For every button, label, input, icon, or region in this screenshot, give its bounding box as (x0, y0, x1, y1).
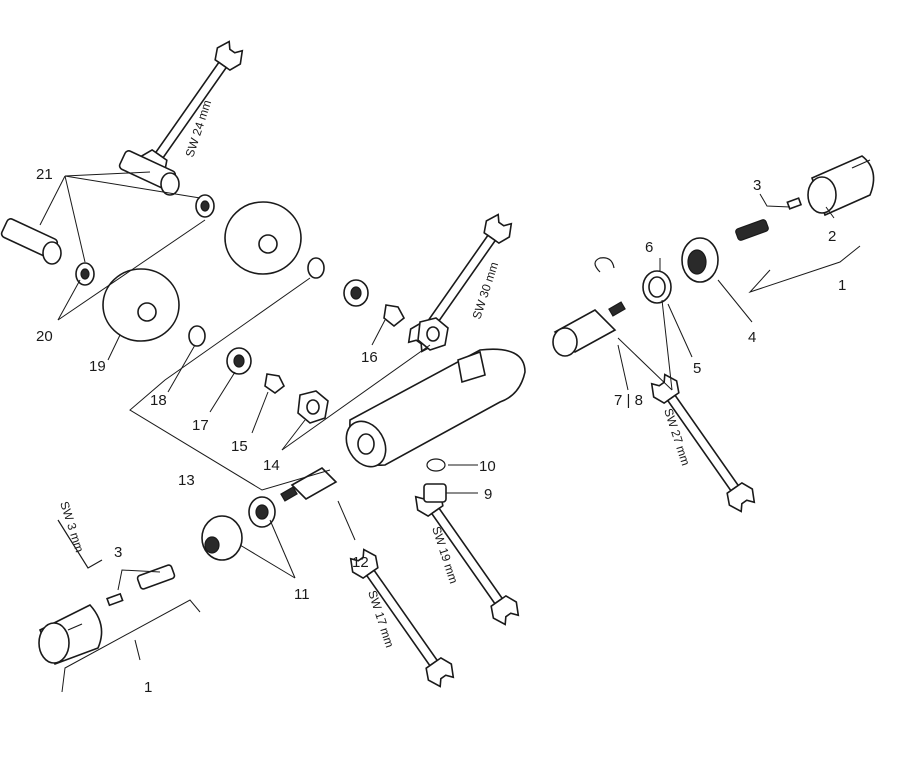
label-20: 20 (36, 328, 53, 345)
check-valve-lower (226, 347, 252, 375)
s-union-upper (118, 150, 180, 196)
label-19: 19 (89, 358, 106, 375)
label-12: 12 (352, 554, 369, 571)
label-1-right: 1 (838, 277, 846, 294)
ring-upper (195, 194, 215, 218)
adapter-4 (681, 237, 719, 283)
cartridge-11-a (201, 515, 243, 561)
label-14: 14 (263, 457, 280, 474)
label-5: 5 (693, 360, 701, 377)
union-nut-upper (417, 317, 449, 351)
s-union-lower (0, 218, 62, 265)
label-4: 4 (748, 329, 756, 346)
label-15: 15 (231, 438, 248, 455)
label-11: 11 (294, 586, 310, 603)
leader-lines (39, 171, 861, 693)
clip-6 (594, 257, 615, 273)
cartridge-12 (280, 467, 338, 502)
insert-16 (383, 304, 406, 328)
handle-right (807, 155, 875, 217)
label-13: 13 (178, 472, 195, 489)
spindle-left (106, 564, 176, 607)
filter-upper (307, 257, 325, 279)
insert-15 (264, 373, 286, 394)
label-16: 16 (361, 349, 378, 366)
label-21: 21 (36, 166, 53, 183)
hex-key-icon (57, 519, 103, 569)
union-nut-lower (297, 390, 329, 424)
label-17: 17 (192, 417, 209, 434)
label-7-8: 7 | 8 (614, 392, 643, 409)
wrench-sw27-icon (645, 370, 761, 516)
thermo-cartridge (552, 301, 626, 357)
check-valve-upper (343, 279, 369, 307)
cartridge-11-b (248, 496, 276, 528)
label-1-left: 1 (144, 679, 152, 696)
wrench-sw19-icon (409, 483, 525, 629)
filter-lower (188, 325, 206, 347)
ring-lower (75, 262, 95, 286)
label-9: 9 (484, 486, 492, 503)
thermostat-body (345, 348, 526, 468)
seal-10-9 (423, 458, 447, 503)
label-18: 18 (150, 392, 167, 409)
ring-5 (642, 270, 672, 304)
rosette-upper (224, 201, 302, 275)
label-3-right: 3 (753, 177, 761, 194)
label-6: 6 (645, 239, 653, 256)
label-2: 2 (828, 228, 836, 245)
spindle-right (735, 197, 803, 241)
label-10: 10 (479, 458, 496, 475)
label-3-left: 3 (114, 544, 122, 561)
rosette-lower (102, 268, 180, 342)
handle-left (38, 604, 103, 666)
